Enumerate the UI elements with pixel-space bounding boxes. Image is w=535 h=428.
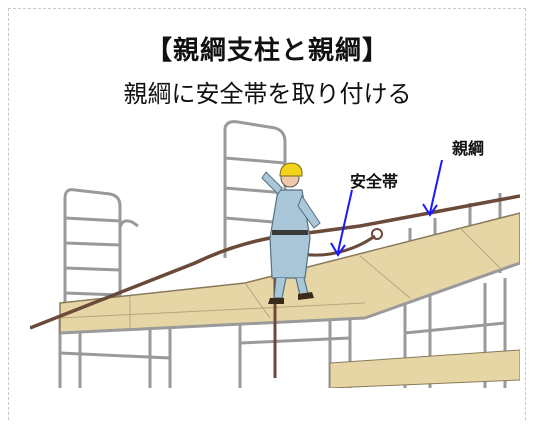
front-rail <box>59 316 366 335</box>
helmet <box>279 162 303 177</box>
safety-belt-arrow <box>337 189 353 253</box>
worker-boots <box>268 292 314 304</box>
callout-arrows <box>330 159 443 257</box>
safety-belt-label: 安全帯 <box>350 172 399 191</box>
lifeline-arrow <box>429 159 443 214</box>
scaffold-illustration <box>30 120 520 388</box>
worker-belt <box>272 230 308 235</box>
front-rail-right <box>364 261 520 320</box>
worker <box>261 162 321 304</box>
plank-seams <box>59 227 501 330</box>
page-subtitle: 親綱に安全帯を取り付ける <box>123 80 412 108</box>
worker-arm-left <box>261 171 283 195</box>
lower-scaffold-frames <box>58 278 520 388</box>
lower-plank <box>329 349 520 388</box>
left-guard-frames <box>63 120 287 308</box>
worker-arm-right <box>297 194 321 229</box>
lanyard-hook <box>371 228 383 240</box>
figure-border <box>8 8 526 420</box>
lifeline-label: 親綱 <box>452 139 485 158</box>
page-title: 【親綱支柱と親綱】 <box>145 36 389 66</box>
